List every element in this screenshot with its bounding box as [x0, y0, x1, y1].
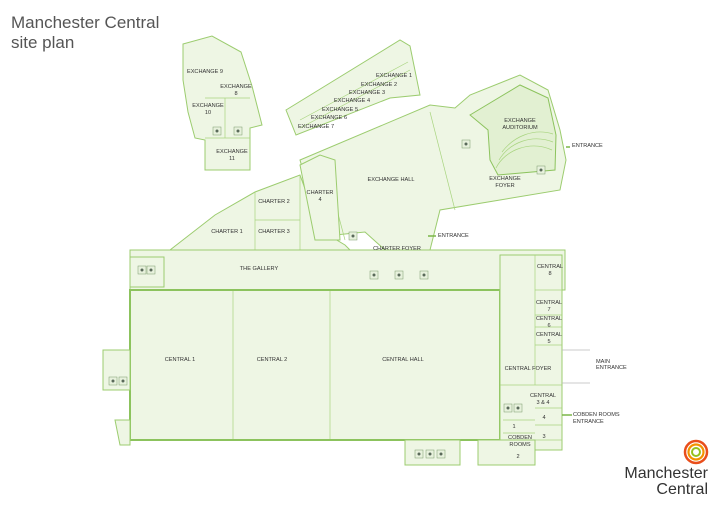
facility-icon [536, 165, 546, 175]
main-entrance-label: MAIN [596, 359, 610, 365]
entrance-labels: ENTRANCE ENTRANCE MAIN ENTRANCE COBDEN R… [438, 143, 627, 425]
exchange-7-label: EXCHANGE 7 [298, 124, 334, 130]
cobden-room-4-label: 4 [542, 415, 545, 421]
logo-wordmark: Manchester Central [610, 466, 708, 498]
central-7-number: 7 [547, 307, 550, 313]
cobden-room-3-label: 3 [542, 434, 545, 440]
charter-foyer-label: CHARTER FOYER [373, 246, 421, 252]
exchange-auditorium-label: EXCHANGE [504, 118, 536, 124]
charter-1-label: CHARTER 1 [211, 229, 243, 235]
charter-block [168, 154, 352, 251]
the-gallery-label: THE GALLERY [240, 266, 279, 272]
title-line-2: site plan [11, 33, 75, 52]
central-7-label: CENTRAL [536, 300, 562, 306]
exchange-foyer-name: FOYER [495, 183, 514, 189]
exchange-10-label: EXCHANGE [192, 103, 224, 109]
central-5-label: CENTRAL [536, 332, 562, 338]
charter-2-label: CHARTER 2 [258, 199, 290, 205]
central-2-label: CENTRAL 2 [257, 357, 288, 363]
exchange-1-label: EXCHANGE 1 [376, 73, 412, 79]
central-foyer-label: CENTRAL FOYER [505, 366, 552, 372]
facility-icon [513, 403, 523, 413]
facility-icons [108, 126, 546, 459]
exchange-11-number: 11 [229, 156, 235, 162]
exchange-auditorium-name: AUDITORIUM [502, 125, 538, 131]
facility-icon [436, 449, 446, 459]
charter-4-label: CHARTER [307, 190, 334, 196]
manchester-central-logo-icon [683, 439, 709, 465]
central-3-4-number: 3 & 4 [536, 400, 549, 406]
exchange-6-label: EXCHANGE 6 [311, 115, 347, 121]
cobden-rooms-name: ROOMS [509, 442, 530, 448]
logo-line-2: Central [656, 481, 708, 498]
central-5-number: 5 [547, 339, 550, 345]
facility-icon [348, 231, 358, 241]
central-1-label: CENTRAL 1 [165, 357, 196, 363]
exchange-10-number: 10 [205, 110, 211, 116]
exchange-8-label: EXCHANGE [220, 84, 252, 90]
central-hall-label: CENTRAL HALL [382, 357, 423, 363]
facility-icon [425, 449, 435, 459]
facility-icon [233, 126, 243, 136]
exchange-9-label: EXCHANGE 9 [187, 69, 223, 75]
facility-icon [503, 403, 513, 413]
exchange-1-7-block [285, 39, 421, 136]
facility-icon [137, 265, 147, 275]
facility-icon [414, 449, 424, 459]
facility-icon [146, 265, 156, 275]
exchange-11-label: EXCHANGE [216, 149, 248, 155]
main-entrance-name: ENTRANCE [596, 365, 627, 371]
site-plan-title: Manchester Central site plan [11, 13, 159, 53]
cobden-room-1-label: 1 [512, 424, 515, 430]
facility-icon [108, 376, 118, 386]
facility-icon [419, 270, 429, 280]
exchange-4-label: EXCHANGE 4 [334, 98, 370, 104]
central-6-number: 6 [547, 323, 550, 329]
central-8-number: 8 [548, 271, 551, 277]
east-entrance-label: ENTRANCE [572, 143, 603, 149]
cobden-entrance-name: ENTRANCE [573, 419, 604, 425]
exchange-8-number: 8 [234, 91, 237, 97]
central-6-label: CENTRAL [536, 316, 562, 322]
central-block [102, 254, 563, 466]
cobden-rooms-label: COBDEN [508, 435, 532, 441]
logo-line-1: Manchester [624, 465, 708, 482]
facility-icon [394, 270, 404, 280]
exchange-9-11-block [182, 35, 263, 171]
facility-icon [461, 139, 471, 149]
charter-3-label: CHARTER 3 [258, 229, 290, 235]
gallery-block [129, 249, 566, 291]
entrance-markers [428, 146, 590, 416]
exchange-3-label: EXCHANGE 3 [349, 90, 385, 96]
room-labels: EXCHANGE 9 EXCHANGE 8 EXCHANGE 10 EXCHAN… [165, 69, 563, 460]
exchange-hall-label: EXCHANGE HALL [368, 177, 415, 183]
charter-entrance-label: ENTRANCE [438, 233, 469, 239]
cobden-entrance-label: COBDEN ROOMS [573, 412, 620, 418]
title-line-1: Manchester Central [11, 13, 160, 32]
charter-4-number: 4 [318, 197, 321, 203]
exchange-hall-block [299, 74, 567, 251]
exchange-2-label: EXCHANGE 2 [361, 82, 397, 88]
exchange-5-label: EXCHANGE 5 [322, 107, 358, 113]
central-8-label: CENTRAL [537, 264, 563, 270]
cobden-room-2-label: 2 [516, 454, 519, 460]
facility-icon [212, 126, 222, 136]
exchange-foyer-label: EXCHANGE [489, 176, 521, 182]
facility-icon [369, 270, 379, 280]
central-3-4-label: CENTRAL [530, 393, 556, 399]
facility-icon [118, 376, 128, 386]
